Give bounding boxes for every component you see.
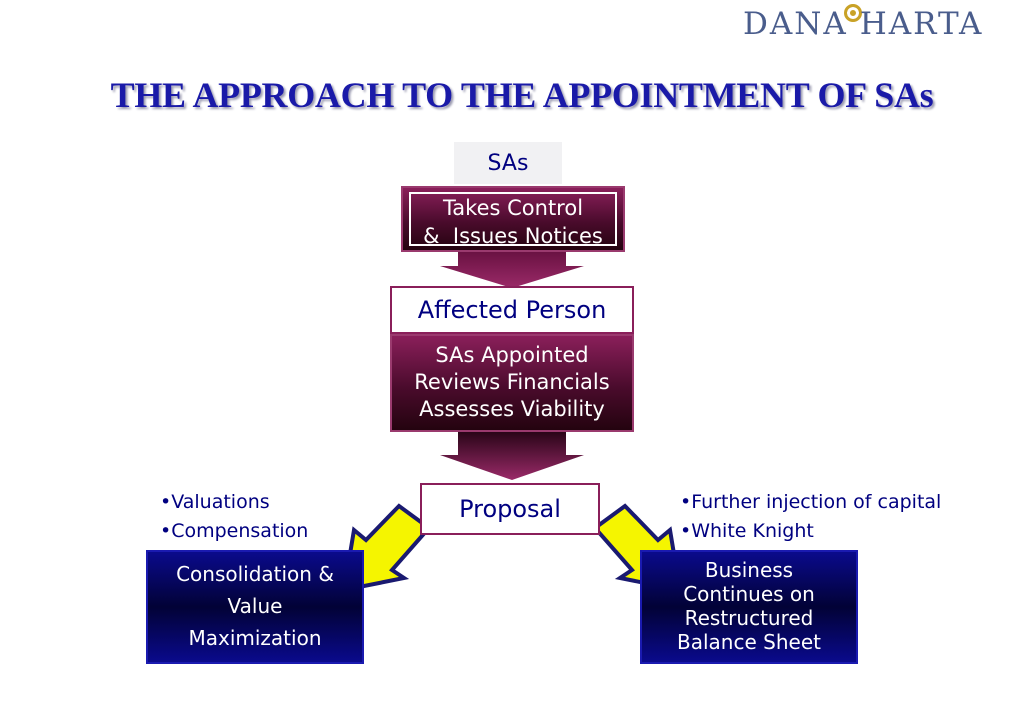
right-bullet-list: •Further injection of capital •White Kni…: [680, 488, 941, 546]
sas-appointed-line3: Assesses Viability: [419, 397, 605, 421]
logo-ring-icon: [843, 4, 862, 22]
consolidation-line2: Value: [227, 594, 283, 618]
business-line1: Business: [704, 558, 794, 582]
business-line2: Continues on: [683, 582, 815, 606]
danaharta-logo: DANA HARTA: [743, 4, 983, 42]
down-arrow-1: [440, 252, 584, 288]
logo-text-right: HARTA: [859, 6, 984, 42]
list-item: •Valuations: [160, 491, 270, 513]
takes-control-line2: & Issues Notices: [423, 224, 603, 248]
left-bullet-list: •Valuations •Compensation: [160, 488, 308, 546]
takes-control-inner-frame: Takes Control & Issues Notices: [409, 192, 617, 248]
sas-label: SAs: [454, 142, 562, 184]
affected-person-box: Affected Person: [390, 286, 634, 334]
business-line3: Restructured: [684, 606, 814, 630]
list-item: •Further injection of capital: [680, 491, 942, 513]
list-item: •Compensation: [160, 520, 309, 542]
proposal-box: Proposal: [420, 483, 600, 535]
list-item: •White Knight: [680, 520, 814, 542]
consolidation-box: Consolidation & Value Maximization: [146, 550, 364, 664]
takes-control-line1: Takes Control: [442, 196, 584, 220]
logo-text-left: DANA: [743, 6, 848, 42]
consolidation-line3: Maximization: [188, 626, 322, 650]
slide-title: THE APPROACH TO THE APPOINTMENT OF SAs: [110, 75, 934, 115]
sas-appointed-box: SAs Appointed Reviews Financials Assesse…: [390, 334, 634, 432]
consolidation-line1: Consolidation &: [176, 562, 334, 586]
takes-control-box: Takes Control & Issues Notices: [401, 186, 625, 252]
down-arrow-2: [440, 432, 584, 480]
left-diagonal-arrow: [341, 503, 432, 593]
business-continues-box: Business Continues on Restructured Balan…: [640, 550, 858, 664]
sas-appointed-line2: Reviews Financials: [414, 370, 610, 394]
business-line4: Balance Sheet: [677, 630, 821, 654]
sas-appointed-heading: SAs Appointed: [435, 343, 589, 367]
